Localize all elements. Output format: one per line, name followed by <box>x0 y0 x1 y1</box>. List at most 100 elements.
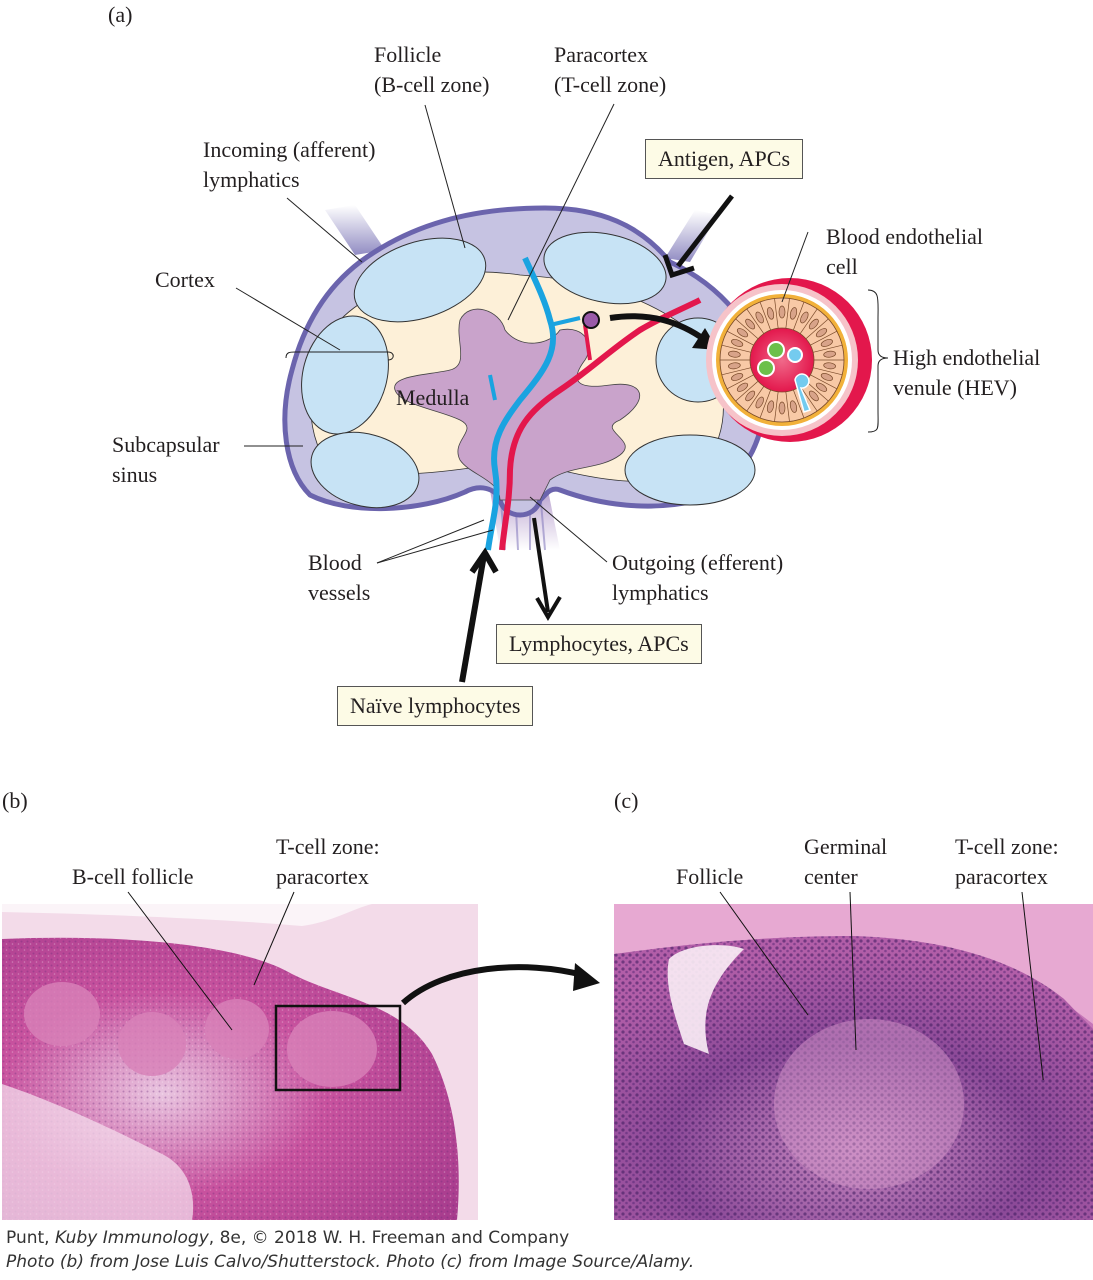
endothelial-cell-border <box>793 301 805 331</box>
endothelial-cell-border <box>735 318 759 340</box>
label-incoming-lymphatics: Incoming (afferent) lymphatics <box>203 137 376 192</box>
endothelial-nucleus <box>815 382 828 392</box>
leader-lines <box>235 103 889 564</box>
afferent-lymphatic-right <box>665 210 718 262</box>
label-blood-vessels: Blood vessels <box>308 550 371 605</box>
endothelial-nucleus <box>731 339 744 347</box>
lymphocyte-blue <box>787 347 803 363</box>
label-t-cell-zone-b: T-cell zone: paracortex <box>276 834 380 889</box>
endothelial-nucleus <box>800 311 809 324</box>
endothelial-cell-border <box>810 374 838 390</box>
arrow-lymphocytes-out <box>532 517 550 613</box>
artery-vessel <box>499 297 702 551</box>
label-follicle-c: Follicle <box>676 864 744 889</box>
endothelial-nucleus <box>778 305 786 319</box>
vein-vessel <box>485 256 557 551</box>
panel-a-tag: (a) <box>108 2 133 27</box>
endothelial-nucleus <box>745 390 756 402</box>
endothelial-nucleus <box>728 362 741 370</box>
endothelial-cell-border <box>793 389 805 419</box>
endothelial-cell-border <box>799 386 818 412</box>
lymphocyte-migrating <box>794 373 811 413</box>
panel-b-tag: (b) <box>2 788 28 813</box>
endothelial-cell-border <box>774 391 779 422</box>
endothelial-cell-border <box>785 298 790 329</box>
label-germinal-center: Germinal center <box>804 834 888 889</box>
endothelial-cell-border <box>721 344 752 353</box>
follicle-1 <box>353 237 487 323</box>
endothelial-nucleus <box>808 318 819 330</box>
credit-line-1: Punt, Kuby Immunology, 8e, © 2018 W. H. … <box>6 1228 570 1248</box>
callout-antigen-apcs: Antigen, APCs <box>645 139 804 179</box>
follicle-4 <box>310 431 420 509</box>
endothelial-nucleus <box>745 318 756 330</box>
endothelial-nucleus <box>766 307 775 320</box>
endothelial-nucleus <box>823 362 836 370</box>
callout-naive-lymphocytes: Naïve lymphocytes <box>337 686 534 726</box>
endothelial-cell-border <box>726 374 754 390</box>
label-subcapsular-sinus: Subcapsular sinus <box>112 432 220 487</box>
endothelial-nucleus <box>728 350 741 358</box>
endothelial-cell-border <box>810 330 838 346</box>
label-cortex: Cortex <box>155 267 215 292</box>
germinal-center-region <box>774 1019 964 1189</box>
endothelial-nucleus <box>808 390 819 402</box>
zoom-box <box>274 1004 402 1092</box>
endothelial-nucleus <box>766 400 775 413</box>
endothelial-cell-border <box>785 391 790 422</box>
arrow-naive-in <box>459 554 487 683</box>
label-blood-endothelial-cell: Blood endothelial cell <box>826 224 984 279</box>
endothelial-cell-border <box>721 367 752 376</box>
endothelial-cell-border <box>812 367 843 376</box>
endothelial-nucleus <box>736 382 749 392</box>
endothelial-nucleus <box>815 328 828 338</box>
label-outgoing-lymphatics: Outgoing (efferent) lymphatics <box>612 550 784 605</box>
label-b-cell-follicle: B-cell follicle <box>72 864 194 889</box>
endothelial-nucleus <box>820 373 833 381</box>
endothelial-nucleus <box>778 401 786 415</box>
label-follicle: Follicle (B-cell zone) <box>374 42 490 97</box>
panel-c-tag: (c) <box>614 788 639 813</box>
arrow-antigen-in <box>676 194 734 268</box>
label-medulla: Medulla <box>396 385 470 410</box>
endothelial-nucleus <box>731 373 744 381</box>
endothelial-nucleus <box>736 328 749 338</box>
afferent-lymphatic-left <box>325 205 385 255</box>
endothelial-nucleus <box>755 311 764 324</box>
lymph-node-diagram <box>235 103 889 683</box>
arrow-b-to-c <box>400 963 600 1006</box>
endothelial-cell-border <box>812 344 843 353</box>
endothelial-nucleus <box>820 339 833 347</box>
follicle-nodules <box>24 982 377 1087</box>
lymphocyte-green <box>757 359 775 377</box>
endothelial-cell-border <box>746 386 765 412</box>
label-paracortex: Paracortex (T-cell zone) <box>554 42 667 97</box>
endothelial-nucleus <box>823 350 836 358</box>
endothelial-nucleus <box>755 396 764 409</box>
follicle-6 <box>624 434 756 506</box>
endothelial-nucleus <box>789 307 798 320</box>
endothelial-cell-border <box>759 389 771 419</box>
endothelial-cell-border <box>735 380 759 402</box>
endothelial-cell-border <box>799 308 818 334</box>
histology-photo-b <box>2 904 478 1220</box>
endothelial-cell-border <box>774 298 779 329</box>
endothelial-cell-border <box>805 380 829 402</box>
follicles <box>301 231 756 509</box>
credit-line-2: Photo (b) from Jose Luis Calvo/Shutterst… <box>6 1252 695 1272</box>
endothelial-cell-border <box>746 308 765 334</box>
arrow-to-hev <box>609 313 707 343</box>
histology-photo-c <box>614 904 1093 1220</box>
endothelial-cell-border <box>759 301 771 331</box>
endothelial-cell-border <box>805 318 829 340</box>
hev-loop <box>582 311 600 329</box>
endothelial-cell-border <box>726 330 754 346</box>
follicle-2 <box>543 231 667 305</box>
follicle-3 <box>301 315 389 435</box>
hev-cross-section <box>706 278 872 442</box>
callout-lymphocytes-apcs: Lymphocytes, APCs <box>496 624 702 664</box>
lymphocyte-green <box>767 341 785 359</box>
histology-leader-lines <box>127 891 1044 1080</box>
label-t-cell-zone-c: T-cell zone: paracortex <box>955 834 1059 889</box>
label-hev: High endothelial venule (HEV) <box>893 345 1041 400</box>
